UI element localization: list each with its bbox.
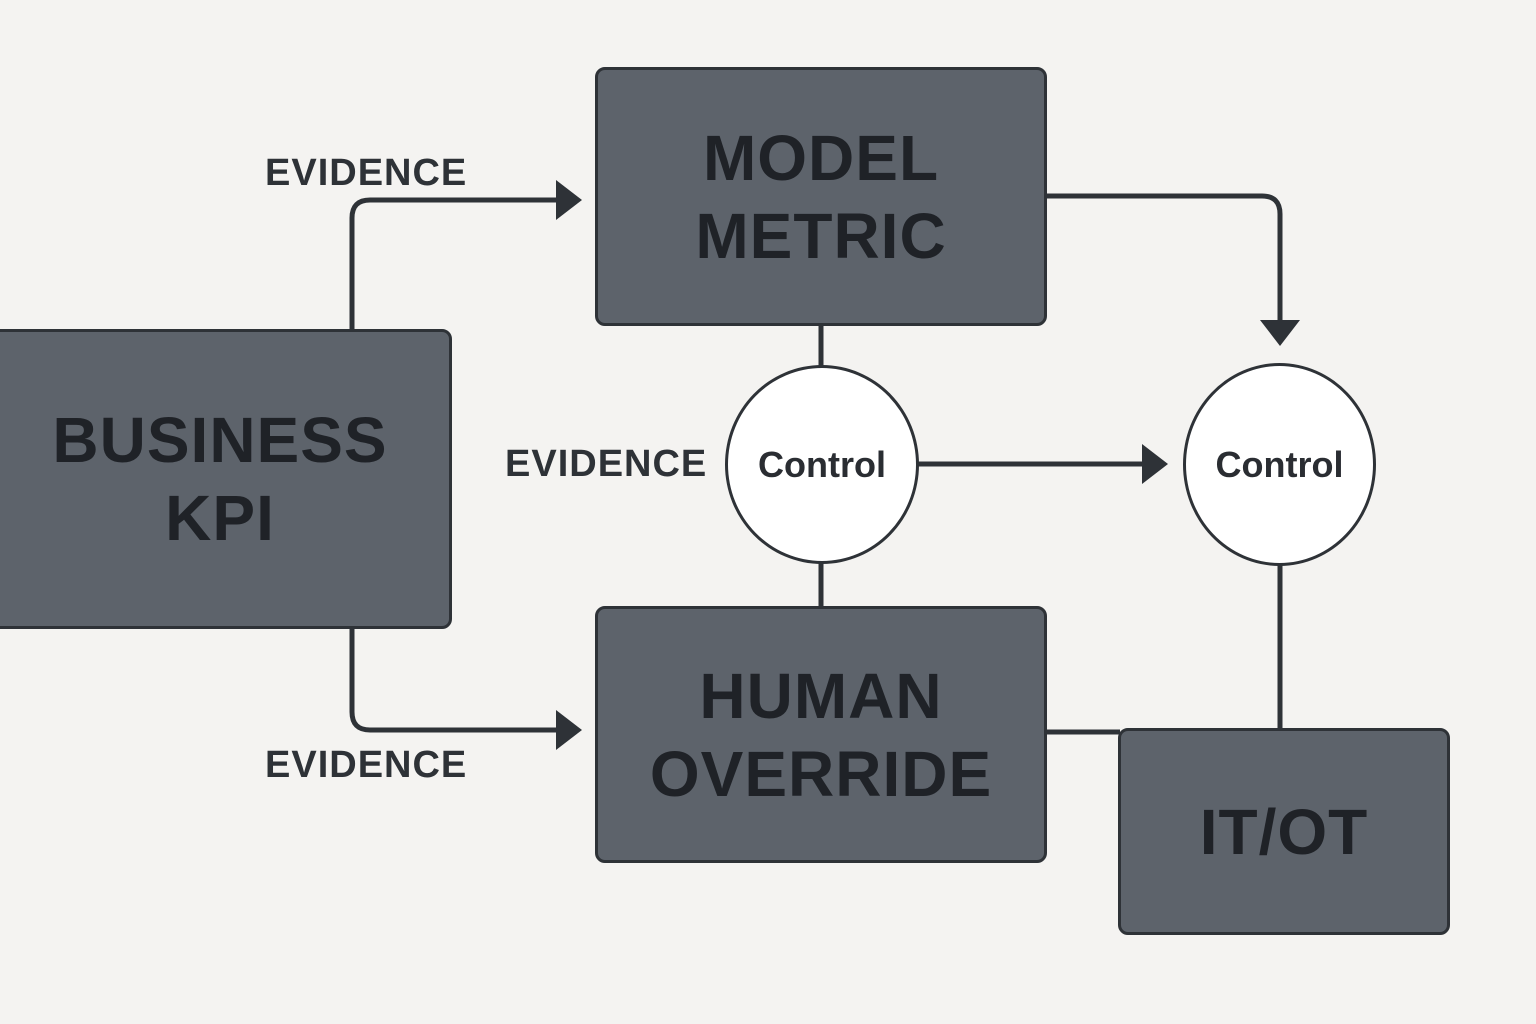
- business-kpi-label-line-2: KPI: [165, 482, 275, 554]
- evidence-label-top: EVIDENCE: [265, 152, 468, 194]
- business-kpi-box: BUSINESS KPI: [0, 329, 452, 629]
- control-left-label: Control: [758, 443, 886, 485]
- arrow-kpi-to-model-metric: [349, 197, 556, 330]
- it-ot-label: IT/OT: [1199, 795, 1369, 868]
- arrowhead-control-left-to-control-right: [1142, 444, 1168, 484]
- evidence-label-bottom: EVIDENCE: [265, 744, 468, 786]
- model-metric-label-line-2: METRIC: [695, 199, 947, 272]
- model-metric-label-line-1: MODEL: [702, 121, 940, 194]
- model-metric-box: MODEL METRIC: [595, 67, 1047, 326]
- it-ot-box: IT/OT: [1118, 728, 1450, 935]
- human-override-label-line-2: OVERRIDE: [649, 737, 993, 810]
- evidence-label-middle: EVIDENCE: [505, 443, 708, 485]
- arrow-kpi-to-human-override: [349, 628, 556, 733]
- control-left-node: Control: [725, 365, 919, 564]
- arrowhead-model-metric-to-control-right: [1260, 320, 1300, 346]
- arrowhead-kpi-to-human-override: [556, 710, 582, 750]
- arrow-model-metric-to-control-right: [1046, 193, 1283, 322]
- human-override-label-line-1: HUMAN: [699, 659, 943, 732]
- control-right-label: Control: [1215, 443, 1344, 485]
- control-right-node: Control: [1183, 363, 1376, 566]
- arrowhead-kpi-to-model-metric: [556, 180, 582, 220]
- human-override-box: HUMAN OVERRIDE: [595, 606, 1047, 863]
- business-kpi-label-line-1: BUSINESS: [52, 404, 388, 476]
